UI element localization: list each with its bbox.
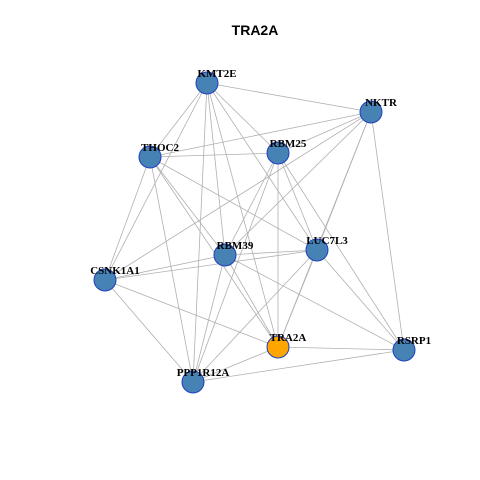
node-label-rbm25: RBM25	[270, 138, 307, 150]
edge-kmt2e-csnk1a1	[104, 82, 208, 281]
node-layer	[93, 71, 416, 394]
node-label-ppp1r12a: PPP1R12A	[177, 367, 230, 379]
edge-kmt2e-rbm25	[206, 82, 279, 154]
node-label-thoc2: THOC2	[141, 142, 179, 154]
edge-thoc2-rbm25	[149, 152, 279, 158]
node-label-rbm39: RBM39	[217, 240, 254, 252]
edge-luc7l3-ppp1r12a	[192, 249, 318, 383]
edge-rsrp1-ppp1r12a	[192, 349, 405, 383]
edge-kmt2e-tra2a	[206, 82, 279, 348]
node-ppp1r12a[interactable]	[181, 370, 205, 394]
edge-thoc2-ppp1r12a	[149, 156, 194, 383]
edge-nktr-rbm25	[277, 111, 372, 154]
edge-luc7l3-csnk1a1	[104, 249, 318, 281]
edge-nktr-thoc2	[149, 111, 372, 158]
edge-rbm25-rsrp1	[277, 152, 405, 351]
edge-kmt2e-ppp1r12a	[192, 82, 208, 383]
node-luc7l3[interactable]	[305, 238, 329, 262]
edge-rbm25-rbm39	[224, 152, 279, 256]
edge-thoc2-rbm39	[149, 156, 226, 256]
edge-rbm25-luc7l3	[277, 152, 318, 251]
edge-kmt2e-rbm39	[206, 82, 226, 256]
edge-luc7l3-tra2a	[277, 249, 318, 348]
node-label-luc7l3: LUC7L3	[306, 235, 348, 247]
node-label-kmt2e: KMT2E	[197, 68, 236, 80]
node-label-rsrp1: RSRP1	[397, 335, 431, 347]
edge-rbm39-rsrp1	[224, 254, 405, 351]
node-label-csnk1a1: CSNK1A1	[90, 265, 140, 277]
edge-tra2a-rsrp1	[277, 346, 405, 351]
edge-rbm25-ppp1r12a	[192, 152, 279, 383]
node-kmt2e[interactable]	[195, 71, 219, 95]
edge-rbm39-luc7l3	[224, 249, 318, 256]
node-csnk1a1[interactable]	[93, 268, 117, 292]
edge-csnk1a1-tra2a	[104, 279, 279, 348]
edge-kmt2e-thoc2	[149, 82, 208, 158]
edge-thoc2-luc7l3	[149, 156, 318, 251]
node-nktr[interactable]	[359, 100, 383, 124]
edge-nktr-csnk1a1	[104, 111, 372, 281]
node-tra2a[interactable]	[266, 335, 290, 359]
node-rsrp1[interactable]	[392, 338, 416, 362]
graph-title: TRA2A	[232, 22, 279, 38]
node-rbm25[interactable]	[266, 141, 290, 165]
edge-rbm39-csnk1a1	[104, 254, 226, 281]
node-rbm39[interactable]	[213, 243, 237, 267]
edge-thoc2-csnk1a1	[104, 156, 151, 281]
edge-nktr-rsrp1	[370, 111, 405, 351]
edge-luc7l3-rsrp1	[316, 249, 405, 351]
edge-rbm39-ppp1r12a	[192, 254, 226, 383]
edge-layer	[104, 82, 405, 383]
node-thoc2[interactable]	[138, 145, 162, 169]
edge-csnk1a1-ppp1r12a	[104, 279, 194, 383]
edge-nktr-rbm39	[224, 111, 372, 256]
edge-kmt2e-nktr	[206, 82, 372, 113]
edge-kmt2e-luc7l3	[206, 82, 318, 251]
node-label-nktr: NKTR	[365, 97, 398, 109]
edge-tra2a-ppp1r12a	[192, 346, 279, 383]
edge-rbm39-tra2a	[224, 254, 279, 348]
node-label-tra2a: TRA2A	[270, 332, 307, 344]
